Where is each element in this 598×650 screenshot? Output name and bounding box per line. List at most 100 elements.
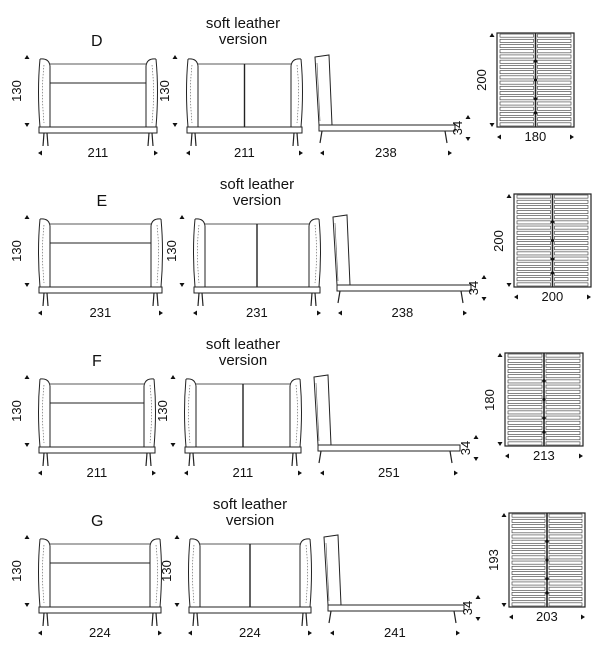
slat xyxy=(554,272,589,276)
slat xyxy=(545,384,581,389)
slat xyxy=(537,96,572,101)
dim-arrow-left xyxy=(188,630,192,636)
rail-post xyxy=(542,397,546,402)
dim-arrow-up xyxy=(24,535,30,539)
bed-leg xyxy=(42,132,45,147)
slat xyxy=(537,33,572,38)
dim-arrow-right xyxy=(587,294,591,300)
slat xyxy=(548,592,583,596)
dim-arrow-right xyxy=(152,470,156,476)
wing-stitching xyxy=(42,224,45,284)
slat xyxy=(499,38,534,43)
slat xyxy=(545,405,581,410)
slat xyxy=(554,261,589,266)
bed-leg xyxy=(46,612,49,627)
slat xyxy=(511,534,546,539)
bed-leg xyxy=(201,292,204,307)
bed-leg xyxy=(145,452,148,467)
rail-post xyxy=(542,430,546,434)
rail-post xyxy=(545,539,549,543)
slat xyxy=(516,236,551,240)
dim-arrow-down xyxy=(481,297,487,301)
variant-f-drawings xyxy=(24,352,584,476)
slat xyxy=(499,54,534,59)
wing-stitching xyxy=(42,544,45,604)
slat xyxy=(507,364,543,368)
bed-leg xyxy=(42,612,45,627)
dim-arrow-up xyxy=(172,55,178,59)
wing-stitching xyxy=(296,64,299,124)
slat xyxy=(511,565,546,570)
rail-post xyxy=(533,111,538,115)
slat xyxy=(537,65,572,69)
headboard-left-wing xyxy=(184,378,197,448)
variant-e-drawings xyxy=(24,193,592,316)
slat xyxy=(511,581,546,586)
slat xyxy=(499,80,534,85)
bed-leg xyxy=(305,612,308,627)
headboard-left-wing xyxy=(38,58,51,128)
bed-leg xyxy=(291,452,294,467)
slat xyxy=(511,592,546,596)
slat xyxy=(548,524,583,528)
headboard-right-wing xyxy=(145,58,158,128)
mattress-length-label: 180 xyxy=(481,388,497,411)
bed-leg xyxy=(42,292,45,307)
slat xyxy=(548,539,583,544)
slat xyxy=(507,410,543,415)
dim-arrow-left xyxy=(330,630,334,636)
rail-post xyxy=(545,591,549,595)
headboard-height-label: 130 xyxy=(163,240,179,262)
variant-letter: D xyxy=(91,33,103,50)
slat xyxy=(545,441,581,446)
slat xyxy=(554,220,589,225)
dim-arrow-right xyxy=(317,310,321,316)
slat xyxy=(548,565,583,570)
mattress-length-label: 193 xyxy=(485,549,501,571)
side-leg xyxy=(444,130,448,144)
slat xyxy=(554,277,589,282)
dim-arrow-right xyxy=(298,470,302,476)
slat xyxy=(537,44,572,48)
mattress-width-label: 213 xyxy=(533,448,555,463)
dim-arrow-right xyxy=(463,310,467,316)
headboard-height-label: 130 xyxy=(154,400,170,422)
slat xyxy=(548,545,583,549)
rail-post xyxy=(533,97,538,101)
rail-post xyxy=(550,238,555,243)
wing-stitching xyxy=(314,224,317,284)
mattress-length-label: 200 xyxy=(473,69,489,91)
dim-arrow-up xyxy=(174,535,180,539)
dim-arrow-right xyxy=(570,134,574,140)
wing-stitching xyxy=(155,544,158,604)
slat xyxy=(548,571,583,575)
headboard-right-wing xyxy=(150,218,163,288)
dim-arrow-up xyxy=(501,513,507,517)
wing-stitching xyxy=(305,544,308,604)
slat xyxy=(499,91,534,95)
slat xyxy=(507,405,543,410)
slat xyxy=(545,353,581,358)
slat xyxy=(499,85,534,90)
side-leg xyxy=(337,290,341,304)
mattress-width-label: 200 xyxy=(541,289,564,304)
slat xyxy=(554,210,589,214)
dim-arrow-left xyxy=(38,150,42,156)
dim-arrow-down xyxy=(475,617,481,621)
bed-base xyxy=(38,286,163,294)
wing-stitching xyxy=(197,224,200,284)
soft-width-label: 211 xyxy=(232,465,254,480)
rail-post xyxy=(545,577,549,581)
variant-heading: soft leather version xyxy=(205,15,281,48)
slat xyxy=(537,38,572,43)
bed-base xyxy=(184,446,302,454)
slat xyxy=(499,44,534,48)
slat xyxy=(516,261,551,266)
mattress-length-label: 200 xyxy=(490,229,506,252)
slat xyxy=(554,236,589,240)
frame-height-label: 34 xyxy=(458,440,474,456)
slat xyxy=(554,205,589,209)
headboard-left-wing xyxy=(38,378,51,448)
side-headboard xyxy=(314,54,333,126)
bed-leg xyxy=(46,132,49,147)
